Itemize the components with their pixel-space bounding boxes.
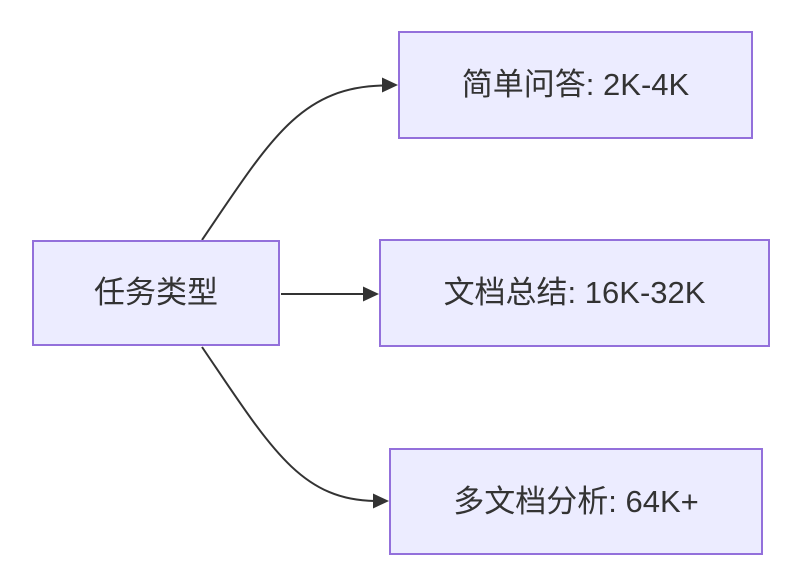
edge-root-to-multi-doc [201,346,376,502]
node-simple-qa-label: 简单问答: 2K-4K [461,67,690,103]
arrowhead-doc-summary [363,286,379,302]
node-doc-summary: 文档总结: 16K-32K [379,239,770,347]
node-doc-summary-label: 文档总结: 16K-32K [443,275,706,311]
arrowhead-multi-doc [373,493,389,509]
node-multi-doc: 多文档分析: 64K+ [389,448,763,555]
node-task-type-label: 任务类型 [94,275,218,311]
node-multi-doc-label: 多文档分析: 64K+ [453,483,699,519]
edge-root-to-simple-qa [201,84,385,241]
arrowhead-simple-qa [382,77,398,93]
node-task-type: 任务类型 [32,240,280,346]
node-simple-qa: 简单问答: 2K-4K [398,31,753,139]
